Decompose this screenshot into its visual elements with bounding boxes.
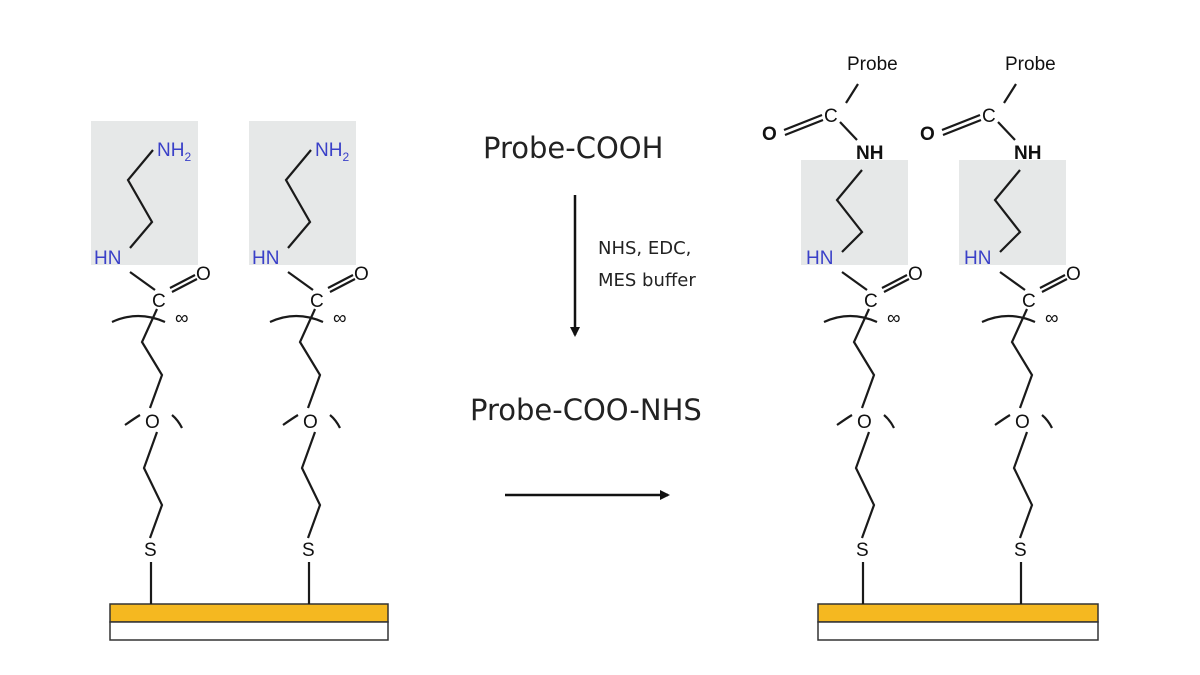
c-o-double-bond — [783, 113, 824, 137]
n-c-bond — [129, 271, 156, 291]
ether-oxygen-label: O — [303, 412, 318, 433]
n-c-bond — [287, 271, 314, 291]
c-o-double-bond — [169, 274, 198, 293]
c-o-double-bond — [1039, 274, 1068, 293]
carbonyl-carbon-label: C — [1022, 291, 1036, 312]
reagent-label: Probe-COOH — [483, 131, 663, 165]
ether-oxygen-label: O — [145, 412, 160, 433]
alkyl-chain — [300, 431, 322, 539]
sulfur-label: S — [302, 540, 315, 561]
carbonyl-oxygen-label: O — [1066, 264, 1081, 285]
conditions-line-2: MES buffer — [598, 270, 696, 291]
ethylenediamine-highlight — [91, 121, 198, 265]
c-o-double-bond — [881, 274, 910, 293]
n-c-bond — [839, 121, 858, 141]
alkyl-chain — [854, 431, 876, 539]
ethylene-bond — [126, 149, 154, 249]
peg-bracket — [124, 414, 183, 429]
carbonyl-oxygen-label: O — [354, 264, 369, 285]
alkyl-chain — [1010, 308, 1034, 409]
peg-bracket — [994, 414, 1053, 429]
carbonyl-carbon-label: C — [864, 291, 878, 312]
ethylene-bond — [284, 149, 312, 249]
amide-nh-label: HN — [94, 248, 121, 269]
probe-label: Probe — [1005, 54, 1056, 75]
peg-bracket — [836, 414, 895, 429]
repeat-bracket — [981, 314, 1036, 324]
sulfur-label: S — [144, 540, 157, 561]
c-probe-bond — [1003, 83, 1017, 104]
sulfur-label: S — [856, 540, 869, 561]
n-c-bond — [841, 271, 868, 291]
repeat-symbol: ∞ — [175, 308, 189, 329]
probe-nh-label: NH — [1014, 143, 1041, 164]
repeat-symbol: ∞ — [1045, 308, 1059, 329]
probe-nh-label: NH — [856, 143, 883, 164]
repeat-symbol: ∞ — [333, 308, 347, 329]
probe-oxygen-label: O — [920, 124, 935, 145]
ether-oxygen-label: O — [1015, 412, 1030, 433]
repeat-bracket — [111, 314, 166, 324]
amide-nh-label: HN — [964, 248, 991, 269]
amide-nh-label: HN — [252, 248, 279, 269]
n-c-bond — [999, 271, 1026, 291]
sulfur-label: S — [1014, 540, 1027, 561]
repeat-bracket — [269, 314, 324, 324]
c-o-double-bond — [941, 113, 982, 137]
alkyl-chain — [298, 308, 322, 409]
ethylene-bond — [993, 169, 1022, 253]
alkyl-chain — [852, 308, 876, 409]
ethylene-bond — [835, 169, 864, 253]
carbonyl-oxygen-label: O — [196, 264, 211, 285]
peg-bracket — [282, 414, 341, 429]
conditions-line-1: NHS, EDC, — [598, 238, 691, 259]
alkyl-chain — [140, 308, 164, 409]
ethylenediamine-highlight — [249, 121, 356, 265]
probe-carbon-label: C — [824, 106, 838, 127]
amide-nh-label: HN — [806, 248, 833, 269]
c-o-double-bond — [327, 274, 356, 293]
n-c-bond — [997, 121, 1016, 141]
carbonyl-oxygen-label: O — [908, 264, 923, 285]
carbonyl-carbon-label: C — [152, 291, 166, 312]
gold-substrate-left — [109, 603, 389, 641]
carbonyl-carbon-label: C — [310, 291, 324, 312]
probe-carbon-label: C — [982, 106, 996, 127]
gold-substrate-right — [817, 603, 1099, 641]
repeat-symbol: ∞ — [887, 308, 901, 329]
probe-label: Probe — [847, 54, 898, 75]
repeat-bracket — [823, 314, 878, 324]
alkyl-chain — [142, 431, 164, 539]
intermediate-label: Probe-COO-NHS — [470, 393, 702, 427]
c-probe-bond — [845, 83, 859, 104]
ether-oxygen-label: O — [857, 412, 872, 433]
probe-oxygen-label: O — [762, 124, 777, 145]
alkyl-chain — [1012, 431, 1034, 539]
